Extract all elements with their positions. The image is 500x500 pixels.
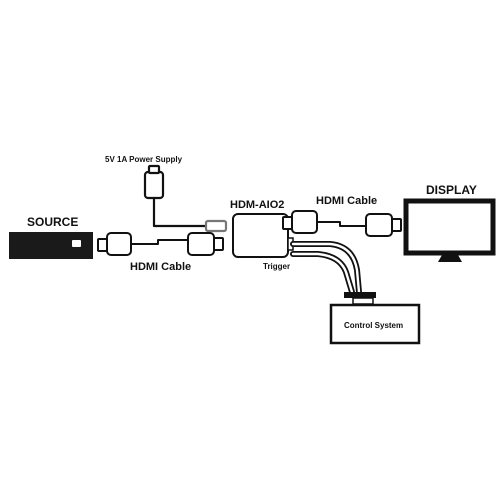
- hdmi-input-cable-line: [131, 239, 188, 245]
- hdmi-input-right-tip: [213, 237, 224, 251]
- source-port: [72, 240, 81, 247]
- device-label: HDM-AIO2: [230, 199, 284, 211]
- control-system-connector: [344, 292, 376, 305]
- power-plug: [143, 170, 165, 200]
- power-supply-label: 5V 1A Power Supply: [105, 155, 183, 164]
- control-system-box: [329, 303, 421, 345]
- source-label: SOURCE: [27, 215, 78, 229]
- trigger-label: Trigger: [263, 262, 290, 271]
- trigger-cable: [290, 241, 362, 295]
- hdmi-cable-output-label: HDMI Cable: [316, 195, 377, 207]
- hdmi-input-right-plug: [187, 232, 215, 256]
- hdmi-output-left-tip: [282, 216, 293, 230]
- hdmi-input-left-tip: [97, 238, 108, 252]
- power-supply-cable: [143, 164, 228, 233]
- power-cable-line: [152, 196, 208, 228]
- hdmi-input-left-plug: [106, 232, 132, 256]
- hdmi-cable-input: [97, 232, 224, 256]
- display-monitor: [403, 198, 496, 262]
- hdmi-output-right-plug: [365, 213, 393, 237]
- power-barrel-connector: [204, 219, 228, 233]
- hdmi-output-cable-line: [317, 221, 366, 227]
- control-system-label: Control System: [344, 321, 403, 330]
- source-device: [9, 232, 93, 259]
- display-stand: [438, 255, 462, 262]
- display-label: DISPLAY: [426, 183, 477, 197]
- hdmi-output-right-tip: [391, 218, 402, 232]
- hdmi-cable-output: [282, 210, 402, 237]
- power-plug-tip: [147, 164, 161, 175]
- hdmi-cable-input-label: HDMI Cable: [130, 261, 191, 273]
- hdmi-output-left-plug: [291, 210, 318, 234]
